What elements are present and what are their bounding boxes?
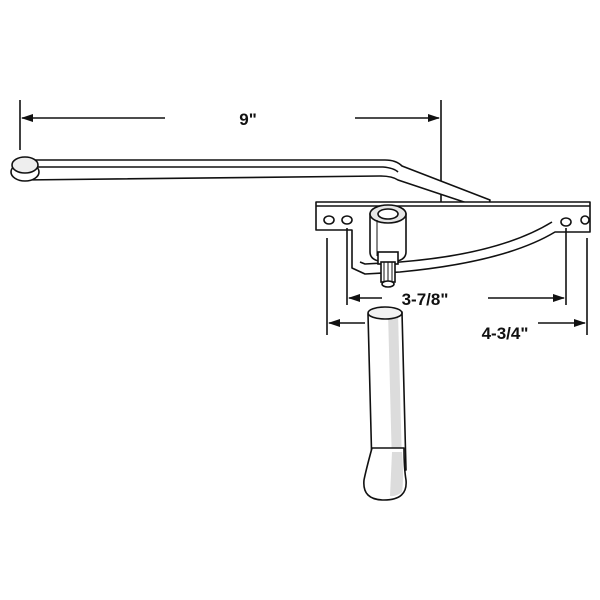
label-arm-length: 9" <box>239 110 257 129</box>
dimension-outer-spacing <box>326 238 588 335</box>
mounting-hole-3 <box>560 217 572 227</box>
mounting-hole-1 <box>323 215 335 225</box>
shaft-tip <box>381 280 395 288</box>
gear-housing <box>369 204 407 288</box>
base-plate-inner-curve <box>359 221 553 265</box>
dimension-inner-spacing <box>346 228 567 305</box>
mounting-hole-4 <box>580 215 590 225</box>
base-plate <box>315 201 591 275</box>
handle-knob-shade <box>390 452 403 497</box>
housing-top-inner <box>377 208 399 220</box>
label-inner-spacing: 3-7/8" <box>402 290 449 309</box>
label-outer-spacing: 4-3/4" <box>482 324 529 343</box>
arm-end-stud-top <box>11 156 39 174</box>
handle-top <box>367 306 403 320</box>
mounting-hole-2 <box>341 215 353 225</box>
handle-shaft-shade <box>388 312 402 465</box>
dimension-arm-length <box>19 100 442 220</box>
base-plate-outline <box>315 201 591 275</box>
arm-bar-edge <box>30 166 399 173</box>
crank-handle <box>363 306 407 501</box>
